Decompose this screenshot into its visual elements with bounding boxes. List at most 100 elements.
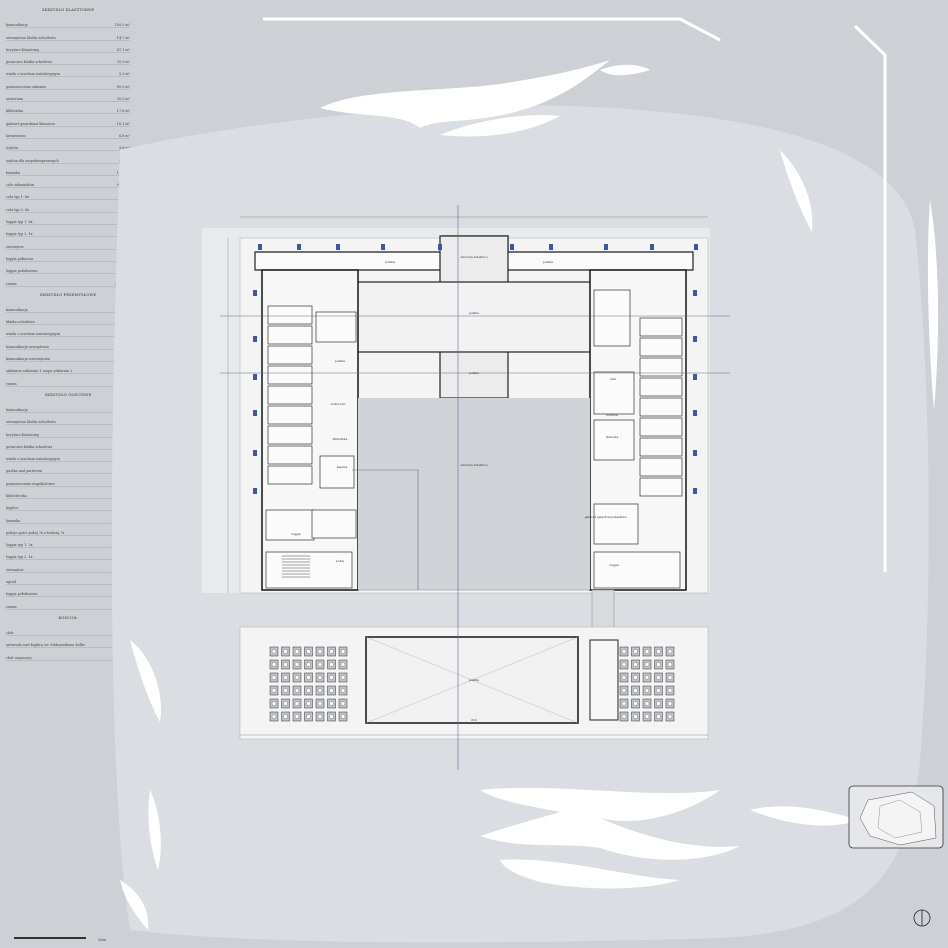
legend-row-label: pożarowa klatka schodowa	[6, 60, 53, 65]
legend-row-label: loggia południowa	[6, 269, 38, 274]
column	[438, 244, 442, 250]
column	[253, 336, 257, 342]
legend-row-label: winda z szachem instalacyjnym	[6, 72, 60, 77]
pew-mark	[667, 649, 673, 654]
pew-mark	[271, 649, 277, 654]
pew-mark	[317, 662, 323, 667]
pew-mark	[621, 649, 627, 654]
label-void-4: pustka	[469, 371, 479, 375]
cell-room	[267, 365, 313, 385]
pew-mark	[271, 688, 277, 693]
legend-row-value: 14,7 m²	[116, 35, 130, 40]
label-void-2: pustka	[543, 260, 553, 264]
legend-row-label: klatka schodowa	[6, 320, 35, 325]
pew-mark	[621, 688, 627, 693]
pew-mark	[667, 662, 673, 667]
label-loggia-s: loggia	[609, 563, 618, 567]
column	[693, 410, 697, 416]
pew-mark	[329, 688, 334, 693]
pew-mark	[644, 688, 650, 693]
legend-row-value: 100,0 m²	[114, 23, 130, 28]
cell-room	[639, 457, 683, 477]
legend-row: komunikacja 100,0 m²	[6, 16, 130, 29]
pew-mark	[667, 701, 673, 706]
room	[265, 509, 315, 541]
pew-mark	[340, 649, 346, 654]
legend-row-label: komunikacja	[6, 307, 28, 312]
pew-mark	[283, 688, 288, 693]
legend-row-value: 9,8 m²	[118, 146, 130, 151]
column	[604, 244, 608, 250]
room	[319, 455, 355, 489]
pew-mark	[340, 701, 346, 706]
cell-room	[639, 417, 683, 437]
pews	[269, 646, 675, 722]
column	[694, 244, 698, 250]
legend-row-label: pustka nad parterem	[6, 469, 43, 474]
room	[311, 509, 357, 539]
pew-mark	[656, 662, 661, 667]
pew-mark	[317, 675, 323, 680]
pew-mark	[306, 675, 311, 680]
pew-mark	[329, 701, 334, 706]
cell-room	[639, 337, 683, 357]
legend-row-label: pomieszczenia zakonne	[6, 84, 47, 89]
legend-row-label: korytarz klasztorny	[6, 47, 40, 52]
pew-mark	[633, 701, 638, 706]
cell-room	[639, 477, 683, 497]
pew-mark	[306, 662, 311, 667]
cell-room	[267, 425, 313, 445]
legend-row-label: zewnętrzna klatka schodowa	[6, 420, 56, 425]
dimension-lines	[227, 205, 708, 770]
label-upper-hall: oblonów klasztoru	[460, 255, 487, 259]
pew-mark	[633, 688, 638, 693]
cell-room	[267, 345, 313, 365]
pew-mark	[633, 649, 638, 654]
pew-mark	[329, 675, 334, 680]
label-pokoj: pokój	[336, 559, 344, 563]
column	[253, 450, 257, 456]
legend-row-label: komunikacja	[6, 407, 28, 412]
legend-row-label: cela typ 1. 6x	[6, 195, 29, 200]
legend-row-label: kaplica	[6, 506, 19, 511]
legend-row-label: loggia typ 2. 1x	[6, 232, 33, 237]
column	[510, 244, 514, 250]
legend-section-title: SKRZYDŁO GOŚCINNE	[44, 392, 92, 397]
label-gabinet: gabinet gwardiana klasztoru	[585, 515, 628, 519]
pew-mark	[644, 649, 650, 654]
pew-mark	[644, 675, 650, 680]
site-lines	[263, 17, 887, 572]
legend-row-label: cele zakonników	[6, 183, 35, 188]
legend-row-label: pomieszczenia wspólnotowe	[6, 481, 55, 486]
legend-section-title: KOŚCIÓŁ	[58, 615, 78, 620]
water-shapes	[120, 60, 939, 930]
cell-room	[267, 405, 313, 425]
cell-room	[639, 437, 683, 457]
pew-mark	[294, 662, 300, 667]
pew-mark	[306, 714, 311, 719]
pew-mark	[656, 675, 661, 680]
east-cells	[593, 289, 683, 589]
pew-mark	[633, 714, 638, 719]
legend-row-label: komunikacja	[6, 23, 28, 28]
label-void-3: pustka	[469, 311, 479, 315]
column	[693, 336, 697, 342]
cell-room	[267, 385, 313, 405]
legend-row-label: łazienka	[6, 518, 21, 523]
pew-mark	[317, 701, 323, 706]
column	[549, 244, 553, 250]
pew-mark	[329, 714, 334, 719]
pew-mark	[271, 701, 277, 706]
structural-columns	[253, 244, 698, 494]
legend-row-label: razem	[6, 604, 17, 609]
west-cells	[265, 305, 357, 589]
column	[336, 244, 340, 250]
pew-mark	[656, 688, 661, 693]
axis-lines	[220, 315, 730, 374]
label-kuchnia: kuchnia	[606, 413, 618, 417]
